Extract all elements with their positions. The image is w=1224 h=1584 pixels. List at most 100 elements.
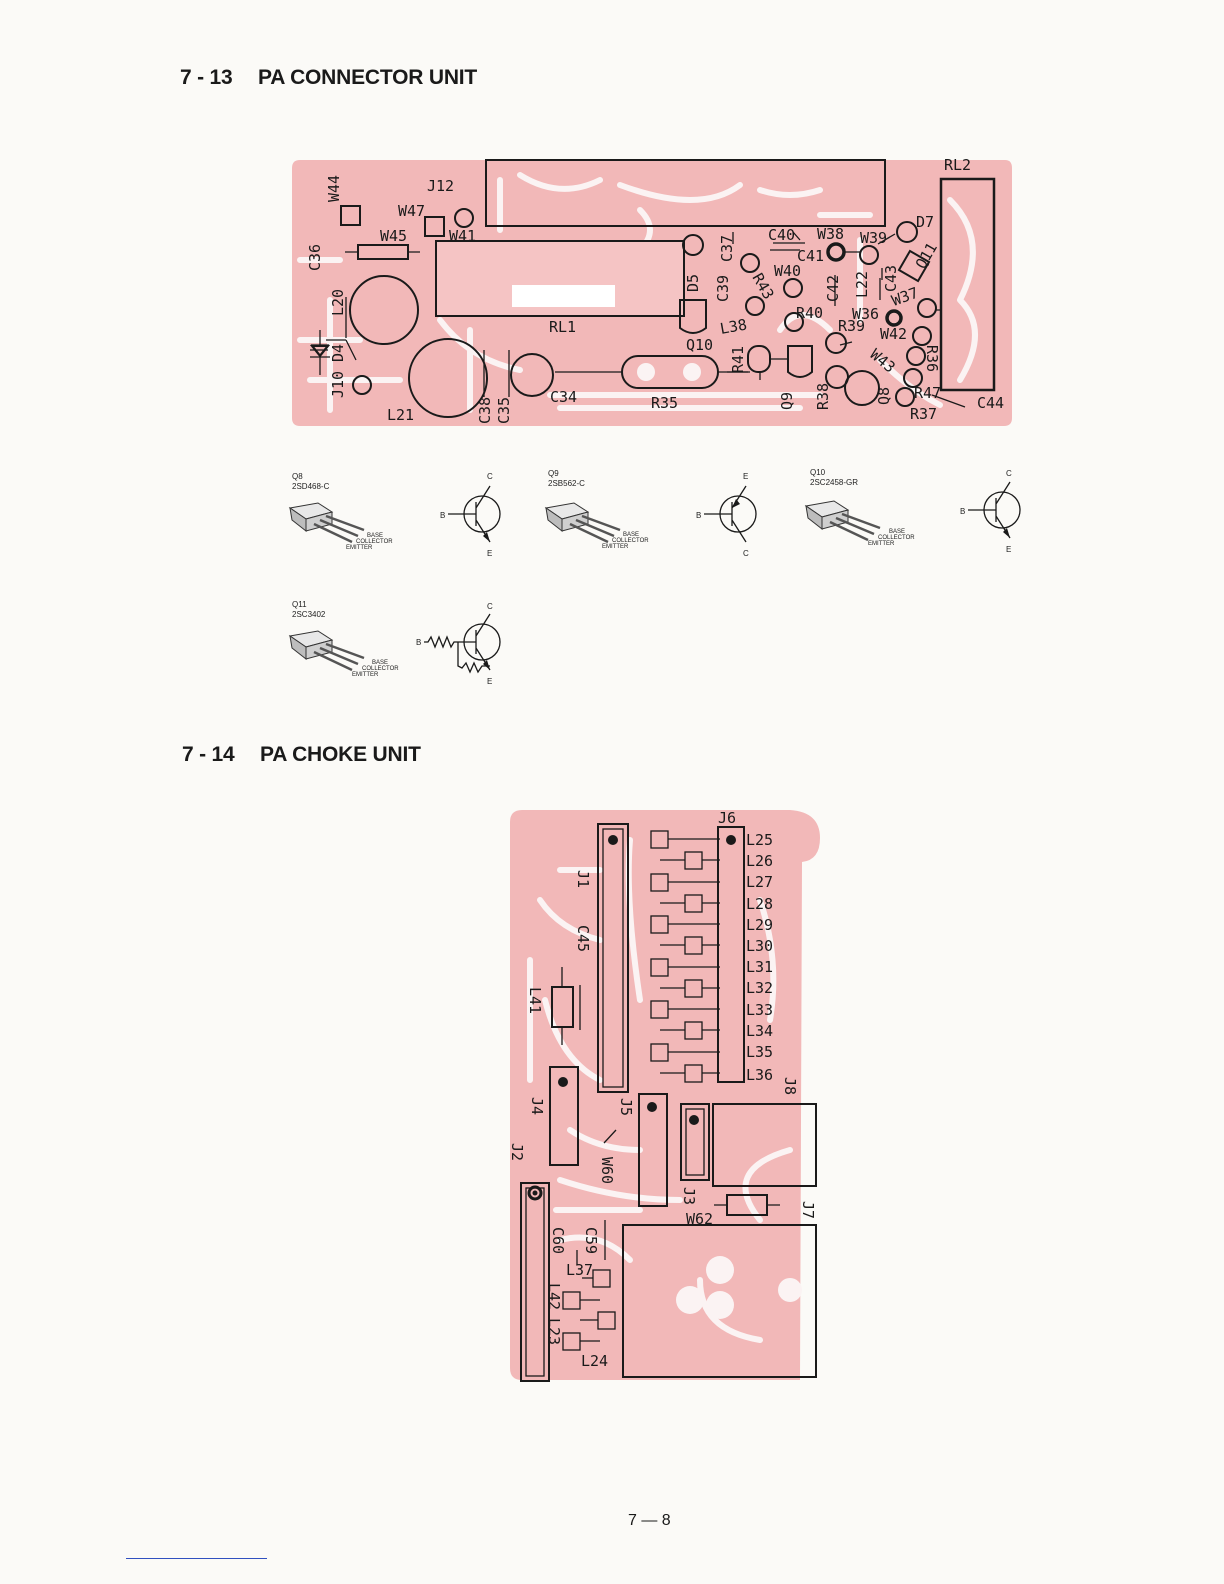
transistor-part: 2SC3402: [292, 610, 326, 619]
transistor-ref: Q9: [548, 469, 559, 478]
npn-symbol-icon: [968, 481, 1021, 539]
label-J7: J7: [799, 1201, 817, 1219]
label-L26: L26: [746, 852, 773, 870]
label-C42: C42: [824, 275, 842, 302]
page-number: 7 — 8: [628, 1512, 671, 1529]
label-L20: L20: [329, 289, 347, 316]
label-C38: C38: [476, 397, 494, 424]
label-D7: D7: [916, 213, 934, 231]
label-W42: W42: [880, 325, 907, 343]
label-J8: J8: [781, 1077, 799, 1095]
transistor-q10: Q10 2SC2458-GR BASE COLLECTOR EMITTER B …: [804, 468, 1021, 554]
npn-resistor-symbol-icon: [424, 613, 501, 674]
label-C37: C37: [718, 235, 736, 262]
pin-b: B: [696, 511, 701, 520]
label-C35: C35: [495, 397, 513, 424]
label-C45: C45: [574, 925, 592, 952]
label-R35: R35: [651, 394, 678, 412]
transistor-ref: Q10: [810, 468, 826, 477]
pin-top: E: [743, 472, 748, 481]
label-R40: R40: [796, 304, 823, 322]
label-J2: J2: [508, 1143, 526, 1161]
label-L22: L22: [853, 271, 871, 298]
pin-collector: COLLECTOR: [878, 535, 915, 541]
transistor-ref: Q8: [292, 472, 303, 481]
label-Q10: Q10: [686, 336, 713, 354]
label-L37: L37: [566, 1261, 593, 1279]
label-L25: L25: [746, 831, 773, 849]
label-L38: L38: [719, 316, 749, 338]
label-C43: C43: [882, 265, 900, 292]
label-L32: L32: [746, 979, 773, 997]
transistor-part: 2SB562-C: [548, 479, 585, 488]
pa-choke-board: J6 L25 L26 L27 L28 L29 L30 L31 L32 L33 L…: [508, 809, 820, 1382]
label-L30: L30: [746, 937, 773, 955]
label-Q9: Q9: [778, 392, 796, 410]
label-C36: C36: [306, 244, 324, 271]
label-J5: J5: [617, 1098, 635, 1116]
label-RL1: RL1: [549, 318, 576, 336]
label-W41: W41: [449, 227, 476, 245]
npn-symbol-icon: [448, 485, 501, 543]
label-R41: R41: [729, 346, 747, 373]
label-W36: W36: [852, 305, 879, 323]
label-J1: J1: [574, 870, 592, 888]
label-J6: J6: [718, 809, 736, 827]
label-W44: W44: [325, 175, 343, 202]
label-L24: L24: [581, 1352, 608, 1370]
label-R36: R36: [923, 345, 941, 372]
label-J4: J4: [528, 1097, 546, 1115]
pin-b: B: [416, 638, 421, 647]
transistor-package-icon: [288, 502, 365, 544]
label-W60: W60: [598, 1157, 616, 1184]
label-W39: W39: [860, 229, 887, 247]
label-L41: L41: [526, 987, 544, 1014]
label-L35: L35: [746, 1043, 773, 1061]
pin-b: B: [960, 507, 965, 516]
choke-array: [650, 830, 720, 1083]
transistor-package-icon: [288, 630, 365, 672]
label-L31: L31: [746, 958, 773, 976]
label-W40: W40: [774, 262, 801, 280]
label-J10: J10: [329, 371, 347, 398]
pin-bottom: E: [1006, 545, 1011, 554]
label-L21: L21: [387, 406, 414, 424]
pin-bottom: E: [487, 677, 492, 686]
label-D5: D5: [684, 274, 702, 292]
label-L36: L36: [746, 1066, 773, 1084]
pin-emitter: EMITTER: [602, 544, 629, 550]
section-number: 7 - 14: [182, 743, 235, 766]
label-R39: R39: [838, 317, 865, 335]
label-L23: L23: [545, 1318, 563, 1345]
transistor-part: 2SC2458-GR: [810, 478, 858, 487]
section-title: PA CONNECTOR UNIT: [258, 66, 478, 89]
pin-emitter: EMITTER: [352, 672, 379, 678]
pin-base: BASE: [889, 529, 905, 535]
label-RL2: RL2: [944, 156, 971, 174]
pin-emitter: EMITTER: [346, 545, 373, 551]
pin-bottom: C: [743, 549, 749, 558]
pin-collector: COLLECTOR: [612, 538, 649, 544]
pin-base: BASE: [367, 533, 383, 539]
transistor-q11: Q11 2SC3402 BASE COLLECTOR EMITTER B C E: [288, 600, 501, 686]
label-C41: C41: [797, 247, 824, 265]
transistor-q8: Q8 2SD468-C BASE COLLECTOR EMITTER B C E: [288, 472, 501, 558]
pin-base: BASE: [372, 660, 388, 666]
label-L34: L34: [746, 1022, 773, 1040]
label-C44: C44: [977, 394, 1004, 412]
label-W62: W62: [686, 1210, 713, 1228]
pin-collector: COLLECTOR: [356, 539, 393, 545]
transistor-package-icon: [544, 502, 621, 544]
transistor-ref: Q11: [292, 600, 307, 609]
transistor-part: 2SD468-C: [292, 482, 330, 491]
pin-top: C: [1006, 469, 1012, 478]
label-C34: C34: [550, 388, 577, 406]
label-R37: R37: [910, 405, 937, 423]
label-W45: W45: [380, 227, 407, 245]
label-R47: R47: [914, 384, 941, 402]
pin-bottom: E: [487, 549, 492, 558]
label-L28: L28: [746, 895, 773, 913]
label-L42: L42: [545, 1283, 563, 1310]
